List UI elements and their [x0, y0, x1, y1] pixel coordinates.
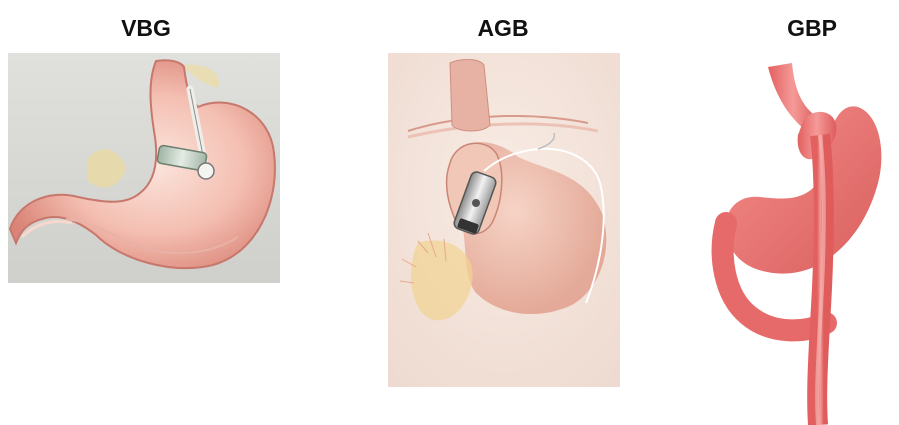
gbp-stomach-illustration [708, 63, 888, 425]
vbg-stomach-illustration [8, 53, 280, 283]
agb-esophagus [450, 60, 490, 132]
vbg-title: VBG [86, 15, 206, 42]
gbp-title: GBP [752, 15, 872, 42]
vbg-window [198, 163, 214, 179]
agb-stomach-illustration [388, 53, 620, 387]
agb-title: AGB [443, 15, 563, 42]
